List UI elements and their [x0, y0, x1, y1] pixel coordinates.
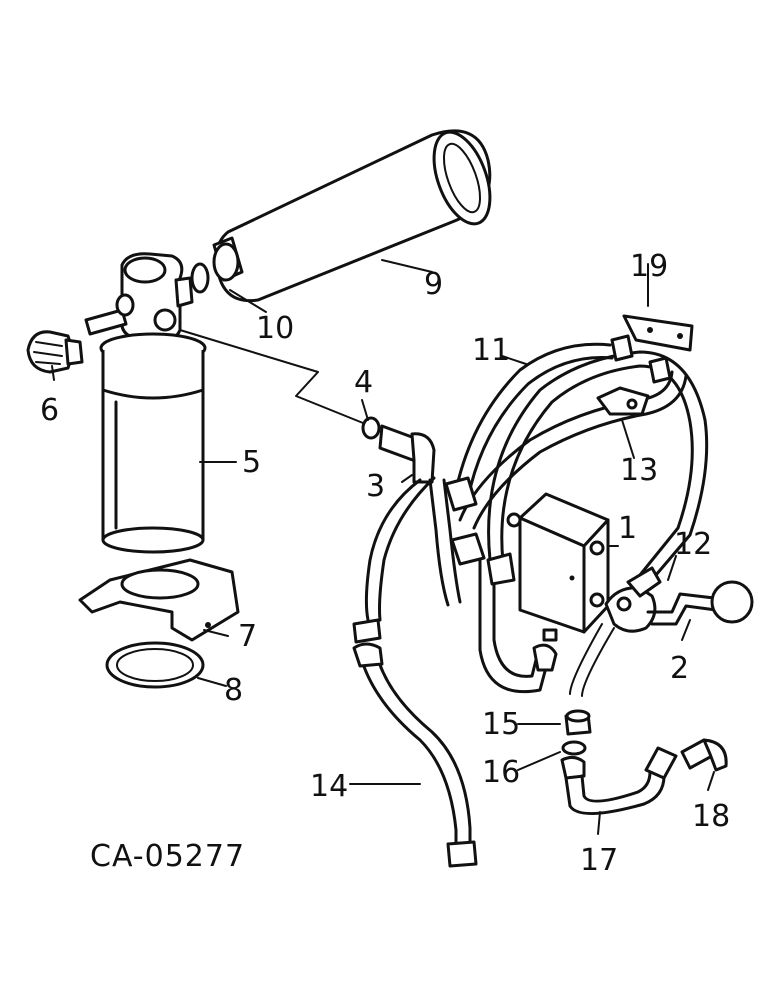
- callout-13: 13: [620, 453, 658, 488]
- part-4-o-ring: [361, 416, 381, 440]
- hose-assemblies: [364, 342, 709, 694]
- part-15-fitting: [564, 709, 592, 736]
- callout-4: 4: [354, 365, 373, 400]
- filter-head: [84, 252, 194, 342]
- part-18-elbow: [680, 738, 728, 772]
- part-7-bracket: [78, 558, 240, 642]
- part-8-seal-ring: [105, 641, 205, 689]
- part-9-filter-canister: [212, 129, 492, 303]
- callout-6: 6: [40, 393, 59, 428]
- callout-5: 5: [242, 445, 261, 480]
- part-5-filter-element: [99, 332, 207, 554]
- part-6-knob: [26, 330, 84, 374]
- hose-fittings: [444, 334, 672, 672]
- diagram-code: CA-05277: [90, 839, 245, 874]
- part-16-washer: [561, 740, 587, 756]
- callout-2: 2: [670, 651, 689, 686]
- callout-12: 12: [674, 527, 712, 562]
- callout-labels: 9 10 4 3 5 6 7 8 11 13 19 1 12 2 15 16 1…: [40, 249, 730, 878]
- part-13-bracket: [596, 386, 650, 416]
- callout-14: 14: [310, 769, 348, 804]
- leader-lines: [51, 259, 715, 835]
- callout-16: 16: [482, 755, 520, 790]
- part-2-control-lever: [569, 566, 754, 697]
- callout-3: 3: [366, 469, 385, 504]
- part-1-control-valve: [506, 492, 610, 642]
- callout-19: 19: [630, 249, 668, 284]
- callout-9: 9: [424, 267, 443, 302]
- part-14-tube: [352, 618, 478, 868]
- callout-11: 11: [472, 333, 510, 368]
- callout-15: 15: [482, 707, 520, 742]
- part-3-elbow-fitting: [378, 424, 436, 484]
- callout-18: 18: [692, 799, 730, 834]
- part-19-plate: [622, 314, 694, 352]
- callout-17: 17: [580, 843, 618, 878]
- part-10-o-ring: [190, 262, 210, 294]
- callout-10: 10: [256, 311, 294, 346]
- callout-8: 8: [224, 673, 243, 708]
- leader-zigzag: [179, 329, 369, 426]
- part-17-tube: [560, 746, 678, 815]
- callout-7: 7: [238, 619, 257, 654]
- callout-1: 1: [618, 511, 637, 546]
